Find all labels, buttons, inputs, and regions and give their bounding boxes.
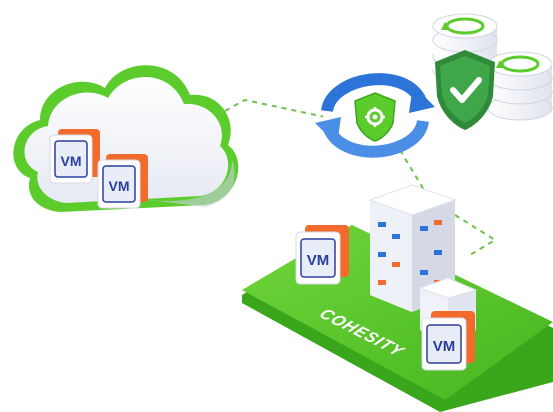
vm-label: VM — [61, 153, 82, 169]
datacenter-right-connector — [454, 214, 497, 256]
restore-icon — [441, 17, 485, 35]
server-tower-icon — [368, 184, 478, 342]
database-stack-icon — [487, 51, 553, 121]
vm-label: VM — [109, 178, 130, 194]
vm-label: VM — [307, 252, 330, 269]
sync-arrows-icon — [315, 73, 435, 158]
vm-label: VM — [433, 338, 456, 355]
vm-icon: VM — [295, 225, 349, 285]
shield-check-icon — [435, 50, 495, 130]
shield-gear-icon — [354, 92, 396, 142]
vm-icon: VM — [49, 129, 100, 184]
vm-icon: VM — [97, 154, 148, 209]
cloud-icon: VM VM — [13, 65, 239, 213]
restore-icon — [496, 55, 540, 73]
vm-icon: VM — [421, 311, 475, 371]
